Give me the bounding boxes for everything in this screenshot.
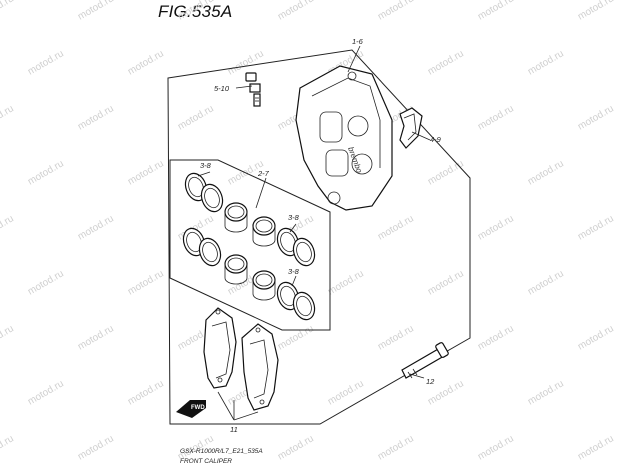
watermark-text: motod.ru: [376, 433, 416, 462]
watermark-text: motod.ru: [126, 268, 166, 297]
seal-ring-mid-2: [292, 237, 316, 267]
watermark-text: motod.ru: [326, 268, 366, 297]
figure-title: FIG.535A: [158, 2, 233, 21]
watermark-text: motod.ru: [0, 323, 16, 352]
callout-bolt: 12: [426, 377, 435, 386]
footer-code: GSX-R1000R/L7_E21_535A: [180, 448, 263, 455]
caliper-body: brembo: [295, 65, 393, 211]
watermark-text: motod.ru: [576, 0, 616, 23]
watermark-text: motod.ru: [26, 378, 66, 407]
piston-lower-1: [224, 254, 248, 285]
watermark-text: motod.ru: [576, 103, 616, 132]
watermark-text: motod.ru: [126, 48, 166, 77]
watermark-text: motod.ru: [376, 323, 416, 352]
watermark-text: motod.ru: [326, 378, 366, 407]
watermark-text: motod.ru: [76, 213, 116, 242]
brake-pad-left: [203, 307, 237, 389]
pad-spring: [399, 107, 423, 149]
watermark-text: motod.ru: [476, 323, 516, 352]
assembly-box: [167, 49, 471, 425]
watermark-text: motod.ru: [526, 378, 566, 407]
watermark-text: motod.ru: [376, 213, 416, 242]
watermark-text: motod.ru: [476, 0, 516, 23]
watermark-text: motod.ru: [426, 268, 466, 297]
watermark-text: motod.ru: [476, 213, 516, 242]
watermark-text: motod.ru: [526, 268, 566, 297]
watermark-text: motod.ru: [76, 0, 116, 23]
watermark-text: motod.ru: [76, 433, 116, 462]
watermark-text: motod.ru: [476, 433, 516, 462]
seal-ring-lower-4: [292, 291, 316, 321]
callout-caliper: 1-6: [352, 37, 364, 46]
leader-lines: [197, 45, 431, 421]
watermark-text: motod.ru: [0, 0, 16, 23]
watermark-text: motod.ru: [576, 213, 616, 242]
callout-seal-upper: 3-8: [200, 161, 212, 170]
callout-bleeder: 5-10: [214, 84, 230, 93]
watermark-text: motod.ru: [576, 433, 616, 462]
callout-piston-set: 2-7: [257, 169, 270, 178]
seal-ring-lower-2: [198, 237, 222, 267]
brake-pad-right: [241, 323, 279, 411]
watermark-text: motod.ru: [526, 48, 566, 77]
piston-upper-2: [252, 216, 276, 247]
watermark-text: motod.ru: [426, 158, 466, 187]
watermark-text: motod.ru: [126, 158, 166, 187]
watermark-text: motod.ru: [26, 48, 66, 77]
watermark-text: motod.ru: [76, 103, 116, 132]
bleeder-valve: [245, 72, 261, 107]
piston-upper-1: [224, 202, 248, 233]
watermark-text: motod.ru: [26, 158, 66, 187]
seal-kit-box: [169, 159, 331, 331]
watermark-text: motod.ru: [126, 378, 166, 407]
fwd-label: FWD: [191, 405, 205, 411]
piston-lower-2: [252, 270, 276, 301]
watermark-text: motod.ru: [176, 0, 216, 23]
watermark-text: motod.ru: [0, 103, 16, 132]
seal-ring-upper-2: [200, 183, 224, 213]
callout-seal-mid: 3-8: [288, 213, 300, 222]
watermark-text: motod.ru: [76, 323, 116, 352]
watermark-text: motod.ru: [176, 103, 216, 132]
callout-pads: 11: [230, 425, 238, 434]
watermark-text: motod.ru: [376, 0, 416, 23]
watermark-text: motod.ru: [526, 158, 566, 187]
mounting-bolt: [401, 342, 449, 379]
watermark-text: motod.ru: [476, 103, 516, 132]
watermark-text: motod.ru: [576, 323, 616, 352]
callout-pad-spring: 4-9: [430, 135, 442, 144]
watermark-text: motod.ru: [276, 433, 316, 462]
watermark-text: motod.ru: [26, 268, 66, 297]
watermark-text: motod.ru: [0, 433, 16, 462]
watermark-text: motod.ru: [276, 323, 316, 352]
fwd-arrow-icon: FWD: [176, 400, 206, 418]
callout-seal-lower: 3-8: [288, 267, 300, 276]
watermark-text: motod.ru: [276, 0, 316, 23]
watermark-text: motod.ru: [426, 48, 466, 77]
watermark-text: motod.ru: [0, 213, 16, 242]
footer-name: FRONT CALIPER: [180, 458, 233, 465]
